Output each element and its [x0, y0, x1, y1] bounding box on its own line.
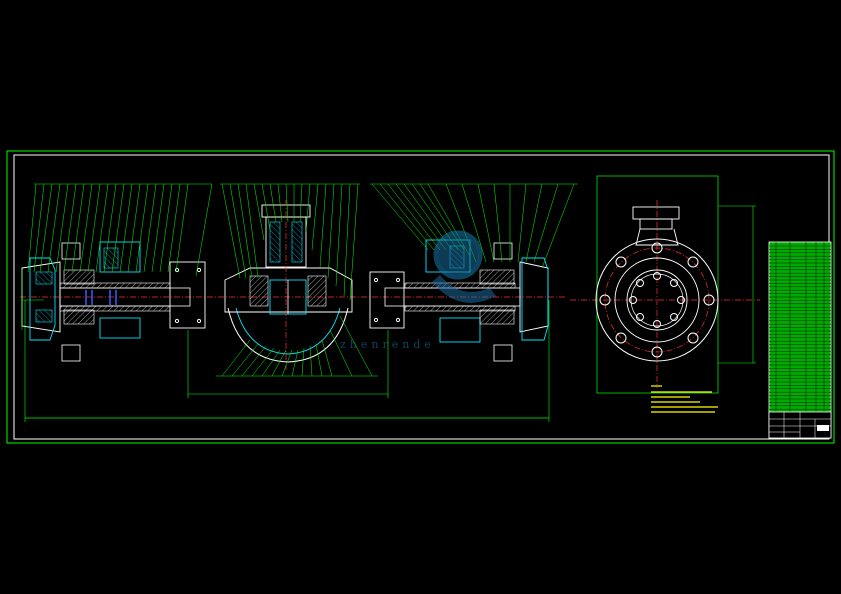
watermark-text: zhenrende	[340, 338, 435, 351]
outer-frame	[6, 150, 835, 444]
technical-notes	[651, 385, 718, 413]
flange-end-view	[570, 175, 760, 394]
watermark-logo: zhenrende	[340, 230, 496, 351]
parts-list-table	[768, 241, 832, 439]
axle-section-view	[20, 183, 578, 422]
